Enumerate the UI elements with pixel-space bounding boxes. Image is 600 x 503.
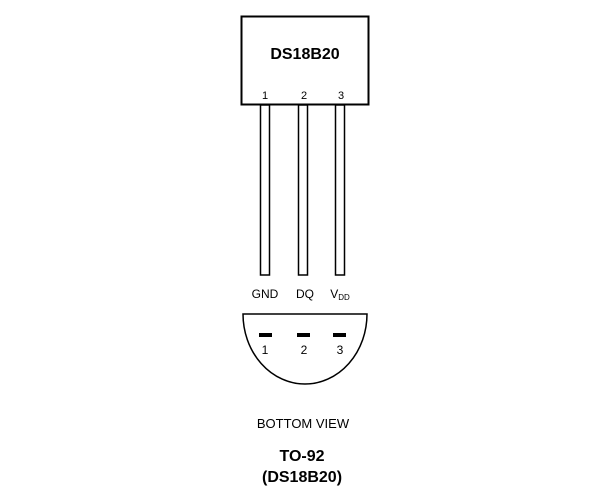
bottom-view-outline [242, 313, 368, 385]
pin-name-vdd: VDD [330, 287, 350, 302]
pin-name-gnd: GND [252, 287, 279, 301]
bottom-view-caption: BOTTOM VIEW [257, 416, 350, 431]
bottom-pin-mark-2 [297, 333, 310, 337]
bottom-pin-number-1: 1 [262, 343, 269, 357]
pin-number-3: 3 [338, 90, 344, 102]
bottom-pin-mark-1 [259, 333, 272, 337]
lead-1 [259, 104, 271, 276]
bottom-pin-number-2: 2 [301, 343, 308, 357]
lead-3 [334, 104, 346, 276]
pin-number-2: 2 [301, 90, 307, 102]
bottom-pin-mark-3 [333, 333, 346, 337]
lead-2 [297, 104, 309, 276]
pin-name-vdd-main: V [330, 287, 338, 301]
package-type-label: TO-92 [279, 448, 324, 465]
pin-number-1: 1 [262, 90, 268, 102]
package-body [240, 15, 370, 106]
pin-name-vdd-subscript: DD [338, 293, 350, 302]
bottom-pin-number-3: 3 [337, 343, 344, 357]
pin-name-dq: DQ [296, 287, 314, 301]
part-label: DS18B20 [270, 46, 339, 63]
package-part-name: (DS18B20) [262, 469, 342, 486]
